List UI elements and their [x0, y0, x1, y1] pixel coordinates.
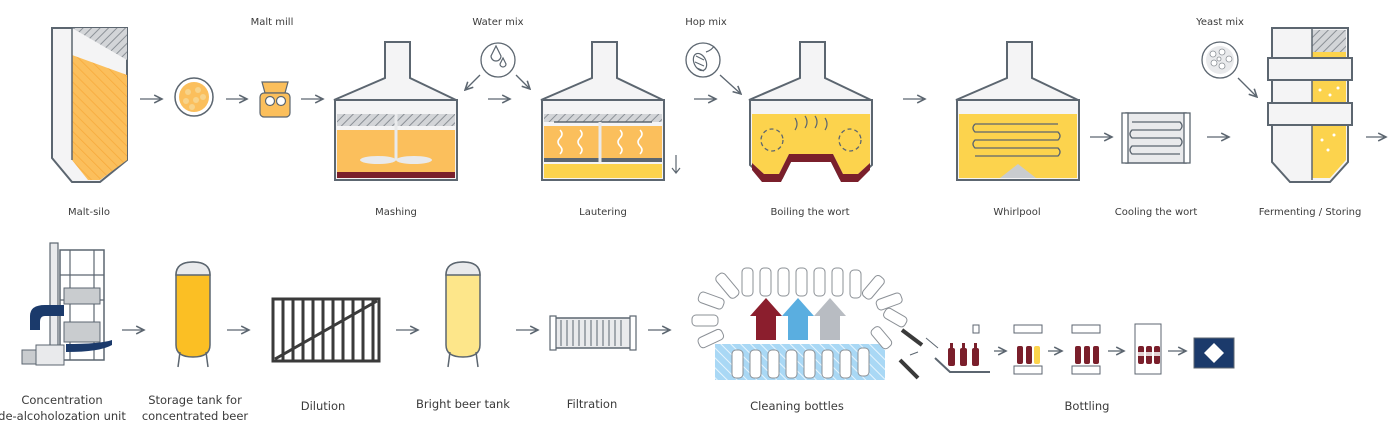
arrow-right-icon	[140, 74, 1386, 137]
malt-grain-icon	[174, 77, 214, 117]
whirlpool-label: Whirlpool	[993, 207, 1040, 218]
yeast-mix-label: Yeast mix	[1195, 17, 1244, 28]
arrow-right-icon	[122, 330, 1186, 351]
hop-icon	[685, 42, 721, 78]
mashing-label: Mashing	[375, 207, 417, 218]
storage-label-line2: concentrated beer	[142, 409, 249, 423]
cooling-unit	[1121, 112, 1191, 164]
filtration-unit	[549, 315, 637, 351]
dilution-label: Dilution	[301, 399, 346, 413]
whirlpool-vessel	[955, 41, 1080, 181]
lautering-vessel	[540, 41, 681, 181]
cleaning-label: Cleaning bottles	[750, 399, 844, 413]
malt-silo	[51, 27, 128, 183]
bottle-cleaning-machine	[691, 267, 939, 380]
dilution-unit	[271, 297, 381, 363]
lautering-label: Lautering	[579, 207, 627, 218]
boiling-vessel	[748, 41, 873, 182]
mashing-vessel	[333, 41, 458, 181]
yeast-icon	[1201, 41, 1239, 79]
boiling-label: Boiling the wort	[770, 207, 849, 218]
concentration-label-line1: Concentration	[21, 393, 102, 407]
hop-mix-label: Hop mix	[685, 17, 727, 28]
cooling-label: Cooling the wort	[1115, 207, 1198, 218]
bright-beer-tank	[445, 261, 481, 368]
filtration-label: Filtration	[567, 397, 617, 411]
bottling-label: Bottling	[1065, 399, 1110, 413]
fermenting-tank	[1267, 27, 1353, 183]
water-mix-label: Water mix	[472, 17, 523, 28]
water-drops-icon	[480, 42, 516, 78]
bottling-line	[934, 323, 1235, 375]
malt-mill	[259, 81, 291, 118]
concentration-label-line2: de-alcoholozation unit	[0, 409, 126, 423]
fermenting-label: Fermenting / Storing	[1259, 207, 1362, 218]
bright-beer-label: Bright beer tank	[416, 397, 510, 411]
storage-label-line1: Storage tank for	[148, 393, 242, 407]
concentration-unit	[21, 242, 112, 366]
storage-tank	[175, 261, 211, 368]
malt-mill-label: Malt mill	[251, 17, 294, 28]
malt-silo-label: Malt-silo	[68, 207, 110, 218]
